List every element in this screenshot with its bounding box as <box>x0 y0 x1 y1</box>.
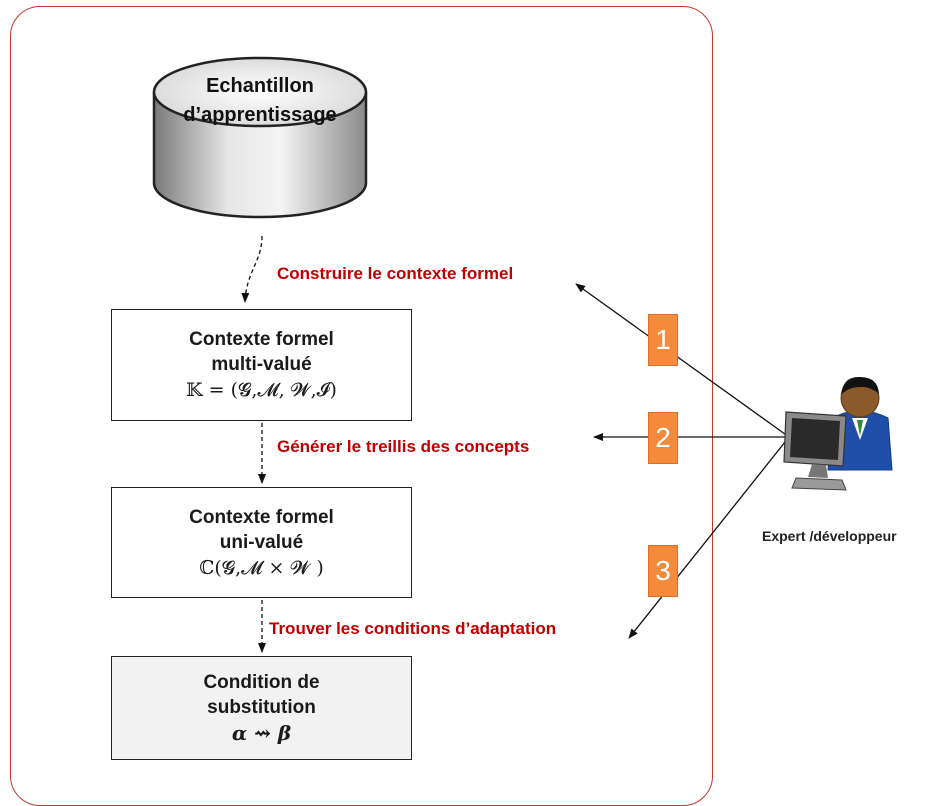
step1-number-badge: 1 <box>648 314 678 366</box>
condition-box-formula: α ⇝ β <box>231 721 292 745</box>
expert-to-step1-arrow <box>575 283 790 438</box>
expert-to-step3-arrow <box>628 436 790 639</box>
condition-box-line1: Condition de <box>203 672 320 693</box>
multi-box-formula: 𝕂 = (𝓖,𝓜, 𝓦,𝓘) <box>186 379 337 401</box>
step3-number-badge: 3 <box>648 545 678 597</box>
expert-developer-icon <box>783 376 893 491</box>
step3-label: Trouver les conditions d’adaptation <box>269 619 557 638</box>
step2-number-badge: 2 <box>648 412 678 464</box>
multi-box-line1: Contexte formel <box>189 329 334 350</box>
uni-box-line2: uni-valué <box>219 531 304 553</box>
uni-valued-context-box: Contexte formel uni-valué ℂ(𝓖,𝓜 × 𝓦 ) <box>111 487 412 598</box>
step2-label: Générer le treillis des concepts <box>277 437 530 456</box>
database-label: Echantillon d’apprentissage <box>154 72 366 130</box>
database-label-line1: Echantillon <box>206 75 314 97</box>
database-label-line2: d’apprentissage <box>183 104 337 126</box>
uni-box-formula: ℂ(𝓖,𝓜 × 𝓦 ) <box>199 556 324 579</box>
multi-box-line2: multi-valué <box>211 354 312 375</box>
condition-box-line2: substitution <box>207 697 316 718</box>
step1-label: Construire le contexte formel <box>277 264 514 283</box>
multi-valued-context-box: Contexte formel multi-valué 𝕂 = (𝓖,𝓜, 𝓦,… <box>111 309 412 421</box>
db-to-multi-arrow <box>241 235 263 303</box>
substitution-condition-box: Condition de substitution α ⇝ β <box>111 656 412 760</box>
expert-developer-label: Expert /développeur <box>762 528 897 544</box>
uni-box-line1: Contexte formel <box>189 506 334 528</box>
database-cylinder <box>152 56 368 219</box>
